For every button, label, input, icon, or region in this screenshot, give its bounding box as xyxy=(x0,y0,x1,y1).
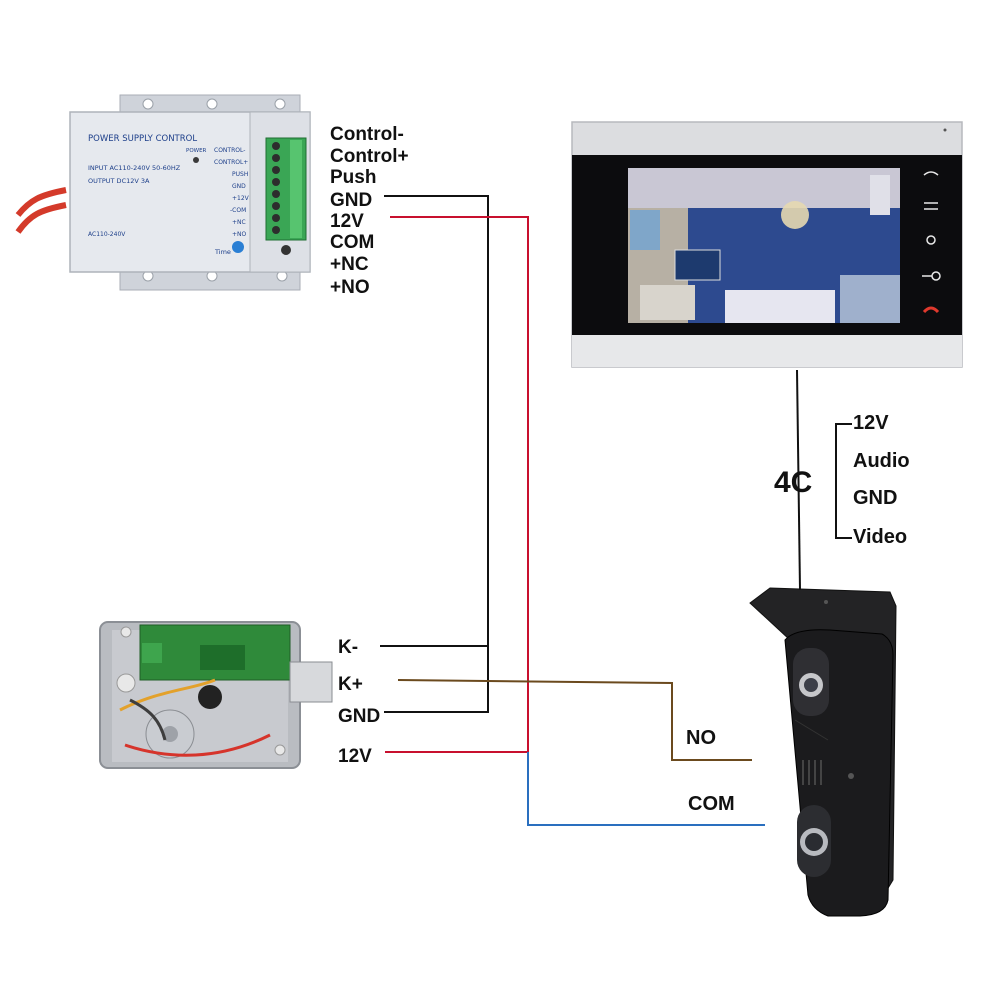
indoor-monitor xyxy=(571,121,963,368)
lock-pin-k-minus: K- xyxy=(338,637,358,658)
psu-pin-12v: 12V xyxy=(330,211,364,232)
power-led-icon xyxy=(193,157,199,163)
psu-terminal-label: CONTROL+ xyxy=(214,159,248,166)
cable-bracket xyxy=(835,423,852,539)
cable-wire-gnd: GND xyxy=(853,487,897,509)
psu-pin-no: +NO xyxy=(330,277,370,298)
psu-pin-control-plus: Control+ xyxy=(330,146,409,167)
black-wire-gnd xyxy=(384,195,489,713)
cable-wire-labels: 12V Audio GND Video xyxy=(853,412,910,548)
psu-ac-label: AC110-240V xyxy=(88,231,126,238)
psu-output-spec: OUTPUT DC12V 3A xyxy=(88,177,150,185)
lock-pin-gnd: GND xyxy=(338,706,380,727)
psu-terminal-label: -COM xyxy=(230,207,246,214)
monitor-screen xyxy=(628,168,900,323)
psu-title: POWER SUPPLY CONTROL xyxy=(88,134,197,144)
psu-pin-com: COM xyxy=(330,232,374,253)
psu-time-label: Time xyxy=(214,248,231,256)
brown-wire-k-plus xyxy=(397,679,752,761)
wires xyxy=(380,195,852,826)
psu-pin-gnd: GND xyxy=(330,190,372,211)
psu-terminal-label: CONTROL- xyxy=(214,147,245,154)
users-icon[interactable] xyxy=(926,235,936,245)
lock-pin-labels: K- K+ GND 12V xyxy=(338,637,380,767)
outdoor-camera-unit xyxy=(749,587,897,917)
red-wire-12v xyxy=(385,216,529,753)
speaker-grille-icon xyxy=(802,760,822,785)
key-icon[interactable] xyxy=(922,271,941,281)
psu-input-spec: INPUT AC110-240V 50-60HZ xyxy=(88,164,181,172)
lock-pin-12v: 12V xyxy=(338,746,372,767)
psu-terminal-label: +NO xyxy=(232,231,247,238)
psu-terminal-label: +NC xyxy=(232,219,246,226)
psu-terminal-label: GND xyxy=(232,183,246,190)
cable-wire-12v: 12V xyxy=(853,412,889,434)
psu-pin-nc: +NC xyxy=(330,254,369,275)
psu-pin-push: Push xyxy=(330,167,376,188)
hangup-icon[interactable] xyxy=(922,306,940,314)
psu-terminal-label: PUSH xyxy=(232,171,248,178)
door-wire-no: NO xyxy=(686,727,716,749)
psu-pin-control-minus: Control- xyxy=(330,124,404,145)
blue-wire-com xyxy=(527,752,765,826)
power-supply-unit: POWER SUPPLY CONTROL INPUT AC110-240V 50… xyxy=(15,94,311,291)
electric-lock xyxy=(99,621,333,769)
psu-terminal-label: +12V xyxy=(232,195,250,202)
cable-wire-audio: Audio xyxy=(853,450,910,472)
door-wire-com: COM xyxy=(688,793,735,815)
four-core-cable xyxy=(796,369,801,591)
cable-label: 4C xyxy=(774,466,812,499)
wifi-icon[interactable] xyxy=(923,171,939,176)
psu-pin-labels: Control- Control+ Push GND 12V COM +NC +… xyxy=(330,124,409,298)
time-knob-icon xyxy=(232,241,244,253)
cable-wire-video: Video xyxy=(853,526,907,548)
psu-terminal-labels: CONTROL- CONTROL+ PUSH GND +12V -COM +NC… xyxy=(214,147,250,238)
door-wire-labels: NO COM xyxy=(686,727,735,815)
lock-pin-k-plus: K+ xyxy=(338,674,363,695)
psu-power-label: POWER xyxy=(186,148,207,154)
transfer-icon[interactable] xyxy=(924,202,938,210)
